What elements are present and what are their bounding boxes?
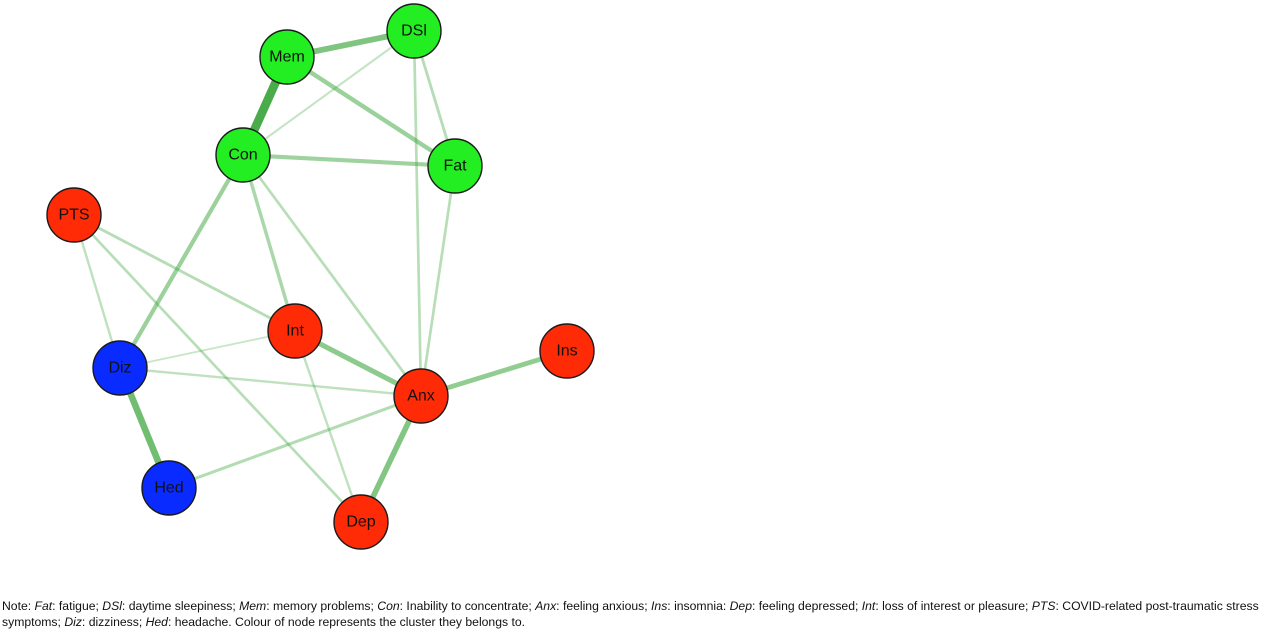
node-anx: Anx: [393, 368, 449, 424]
note-desc-hed: : headache.: [167, 615, 236, 629]
edge-diz-int: [119, 330, 296, 369]
edge-con-dsl: [241, 29, 416, 157]
edge-con-fat: [240, 152, 458, 169]
note-term-dep: Dep: [729, 599, 752, 613]
node-circle-pts: [46, 187, 102, 243]
node-label-diz: Diz: [108, 360, 131, 377]
node-con: Con: [215, 127, 271, 183]
note-term-hed: Hed: [145, 615, 168, 629]
node-circle-con: [215, 127, 271, 183]
node-circle-hed: [141, 460, 197, 516]
node-label-anx: Anx: [407, 388, 435, 405]
note-term-int: Int: [861, 599, 876, 613]
note-desc-int: : loss of interest or pleasure;: [875, 599, 1032, 613]
edge-con-anx: [241, 153, 423, 398]
figure-note: Note: Fat: fatigue; DSl: daytime sleepin…: [2, 598, 1276, 630]
node-circle-ins: [539, 323, 595, 379]
node-circle-dsl: [386, 3, 442, 59]
node-dep: Dep: [333, 494, 389, 550]
note-desc-ins: : insomnia:: [667, 599, 730, 613]
note-desc-diz: : dizziness;: [81, 615, 146, 629]
node-label-con: Con: [228, 147, 257, 164]
note-desc-anx: : feeling anxious;: [556, 599, 652, 613]
edge-fat-anx: [419, 164, 457, 398]
node-fat: Fat: [427, 138, 483, 194]
node-circle-mem: [259, 29, 315, 85]
note-items: Fat: fatigue; DSl: daytime sleepiness; M…: [2, 599, 1259, 629]
note-lead: Note:: [2, 599, 35, 613]
node-int: Int: [267, 303, 323, 359]
note-desc-pts: : COVID-related post-traumatic stress sy…: [2, 599, 1259, 629]
node-label-ins: Ins: [556, 343, 577, 360]
note-tail: Colour of node represents the cluster th…: [235, 615, 526, 629]
edge-pts-int: [72, 213, 297, 333]
node-diz: Diz: [92, 340, 148, 396]
node-label-dep: Dep: [346, 514, 375, 531]
note-desc-mem: : memory problems;: [266, 599, 378, 613]
node-hed: Hed: [141, 460, 197, 516]
note-term-dsl: DSl: [102, 599, 122, 613]
edge-hed-anx: [167, 394, 423, 490]
node-mem: Mem: [259, 29, 315, 85]
edge-pts-dep: [72, 213, 363, 524]
node-label-fat: Fat: [443, 158, 467, 175]
note-term-mem: Mem: [239, 599, 267, 613]
edge-diz-anx: [118, 366, 423, 398]
edges-layer: [72, 28, 570, 525]
note-desc-dsl: : daytime sleepiness;: [121, 599, 240, 613]
edge-con-diz: [117, 152, 246, 371]
node-label-mem: Mem: [269, 49, 305, 66]
edge-con-int: [241, 153, 297, 333]
node-circle-int: [267, 303, 323, 359]
note-term-anx: Anx: [535, 599, 557, 613]
node-circle-anx: [393, 368, 449, 424]
node-label-dsl: DSl: [401, 23, 427, 40]
node-circle-diz: [92, 340, 148, 396]
note-term-ins: Ins: [651, 599, 668, 613]
node-label-hed: Hed: [154, 480, 183, 497]
node-dsl: DSl: [386, 3, 442, 59]
note-desc-dep: : feeling depressed;: [751, 599, 862, 613]
node-label-pts: PTS: [58, 207, 89, 224]
node-pts: PTS: [46, 187, 102, 243]
edge-dsl-anx: [412, 29, 423, 398]
node-circle-fat: [427, 138, 483, 194]
note-term-fat: Fat: [34, 599, 53, 613]
note-desc-fat: : fatigue;: [52, 599, 103, 613]
edge-mem-fat: [284, 54, 458, 169]
note-term-diz: Diz: [64, 615, 82, 629]
node-label-int: Int: [286, 323, 304, 340]
node-ins: Ins: [539, 323, 595, 379]
note-term-con: Con: [377, 599, 400, 613]
edge-int-dep: [293, 329, 363, 524]
note-desc-con: : Inability to concentrate;: [399, 599, 536, 613]
node-circle-dep: [333, 494, 389, 550]
note-term-pts: PTS: [1031, 599, 1056, 613]
